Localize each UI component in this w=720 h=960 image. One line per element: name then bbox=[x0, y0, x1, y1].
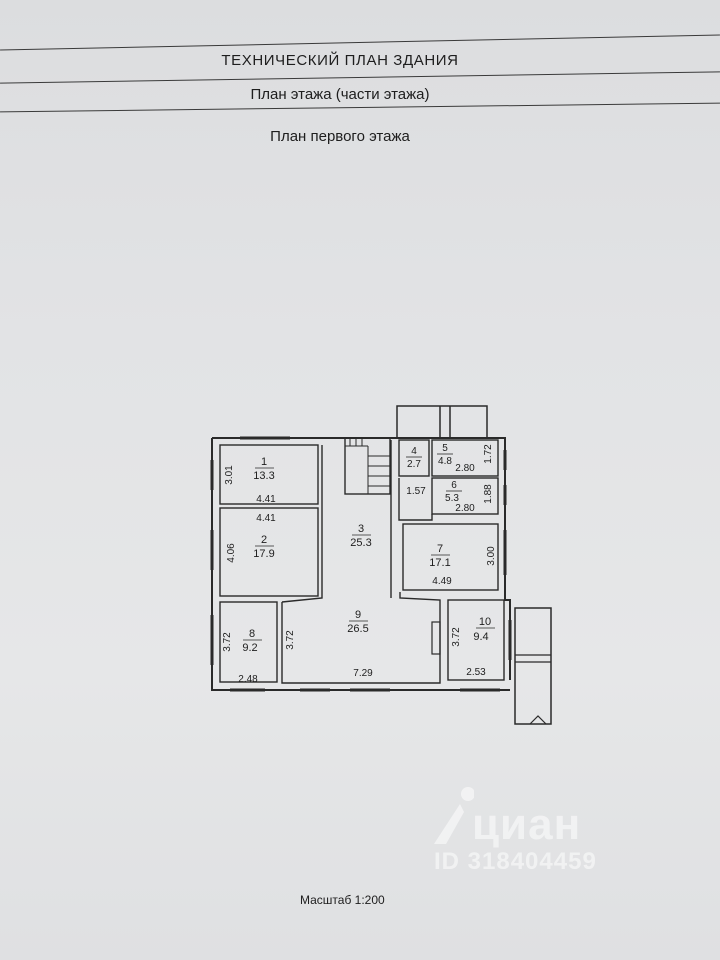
room-9-area: 26.5 bbox=[347, 623, 368, 635]
room-8-area: 9.2 bbox=[242, 642, 257, 654]
room-6-area: 5.3 bbox=[445, 493, 459, 504]
room-10-number: 10 bbox=[479, 616, 491, 628]
dim-r5-width: 2.80 bbox=[455, 463, 475, 474]
document-title: ТЕХНИЧЕСКИЙ ПЛАН ЗДАНИЯ bbox=[221, 52, 459, 69]
room-2-area: 17.9 bbox=[253, 548, 274, 560]
dim-r10-width: 2.53 bbox=[466, 667, 486, 678]
dim-r10-height: 3.72 bbox=[451, 627, 462, 647]
room-5-number: 5 bbox=[442, 443, 448, 454]
dim-r7-height: 3.00 bbox=[486, 546, 497, 566]
room-5-area: 4.8 bbox=[438, 456, 452, 467]
room-6-number: 6 bbox=[451, 480, 457, 491]
dim-r8-height: 3.72 bbox=[222, 632, 233, 652]
watermark-brand: циан bbox=[472, 800, 582, 849]
dim-r8-width: 2.48 bbox=[238, 674, 258, 685]
dim-r1-height: 3.01 bbox=[224, 465, 235, 485]
room-1-area: 13.3 bbox=[253, 470, 274, 482]
plan-heading: План первого этажа bbox=[270, 128, 410, 145]
watermark-id: ID 318404459 bbox=[434, 848, 597, 875]
watermark: циан ID 318404459 bbox=[430, 782, 670, 882]
room-7-area: 17.1 bbox=[429, 557, 450, 569]
room-7-number: 7 bbox=[437, 543, 443, 555]
dim-r6-height: 1.88 bbox=[483, 484, 494, 504]
room-8-number: 8 bbox=[249, 628, 255, 640]
dim-r1-width: 4.41 bbox=[256, 494, 276, 505]
room-1-number: 1 bbox=[261, 456, 267, 468]
dim-r7-width: 4.49 bbox=[432, 576, 452, 587]
scale-label: Масштаб 1:200 bbox=[300, 893, 385, 907]
room-10-area: 9.4 bbox=[473, 631, 488, 643]
dim-r9-width: 7.29 bbox=[353, 668, 373, 679]
dim-r6-width: 2.80 bbox=[455, 503, 475, 514]
document-subtitle: План этажа (части этажа) bbox=[250, 86, 430, 103]
cian-logo-icon bbox=[434, 787, 474, 844]
dim-r5-height: 1.72 bbox=[483, 444, 494, 464]
dim-r2-height: 4.06 bbox=[226, 543, 237, 563]
room-3-number: 3 bbox=[358, 523, 364, 535]
room-4-area: 2.7 bbox=[407, 459, 421, 470]
dim-r9-height: 3.72 bbox=[285, 630, 296, 650]
room-9-number: 9 bbox=[355, 609, 361, 621]
dim-r2-width: 4.41 bbox=[256, 513, 276, 524]
room-3-area: 25.3 bbox=[350, 537, 371, 549]
dim-r4-width: 1.57 bbox=[406, 486, 426, 497]
room-4-number: 4 bbox=[411, 446, 417, 457]
room-2-number: 2 bbox=[261, 534, 267, 546]
